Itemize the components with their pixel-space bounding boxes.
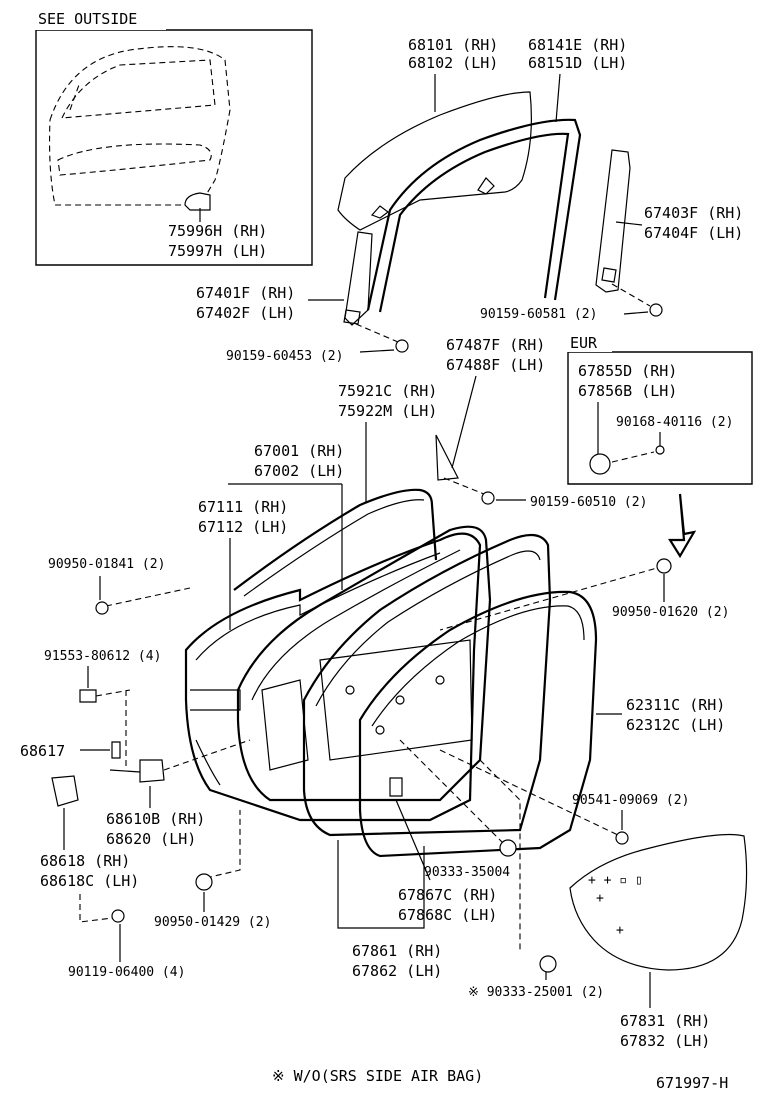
- hinge-68618: [51, 775, 79, 807]
- eur-screw-icon: [655, 445, 665, 455]
- label-67487f: 67487F (RH): [446, 336, 545, 354]
- footnote: ※ W/O(SRS SIDE AIR BAG): [272, 1067, 483, 1085]
- label-90159-60510: 90159-60510 (2): [530, 495, 647, 510]
- inset-eur-title: EUR: [570, 334, 598, 352]
- label-90119-06400: 90119-06400 (4): [68, 965, 185, 980]
- bolt-90119-06400: [111, 909, 125, 923]
- label-67861: 67861 (RH): [352, 942, 442, 960]
- bolt-91553-80612: [79, 689, 97, 703]
- door-check: [109, 739, 251, 783]
- label-90159-60581: 90159-60581 (2): [480, 307, 597, 322]
- clip-90541-09069: [615, 831, 629, 845]
- label-67403f: 67403F (RH): [644, 204, 743, 222]
- label-67402f: 67402F (LH): [196, 304, 295, 322]
- label-68610b: 68610B (RH): [106, 810, 205, 828]
- eur-arrow-icon: [668, 493, 697, 559]
- clip-90950-01841: [95, 601, 109, 615]
- label-67855d: 67855D (RH): [578, 362, 677, 380]
- label-67867c: 67867C (RH): [398, 886, 497, 904]
- door-shell: [184, 532, 482, 822]
- label-75997h: 75997H (LH): [168, 242, 267, 260]
- label-67112: 67112 (LH): [198, 518, 288, 536]
- label-62312c: 62312C (LH): [626, 716, 725, 734]
- label-67868c: 67868C (LH): [398, 906, 497, 924]
- door-glass: [337, 91, 532, 231]
- label-68102: 68102 (LH): [408, 54, 498, 72]
- trim-clip-67867c: [389, 777, 403, 797]
- label-68151d: 68151D (LH): [528, 54, 627, 72]
- plug-90333-25001: [539, 955, 557, 973]
- label-75922m: 75922M (LH): [338, 402, 437, 420]
- label-90168-40116: 90168-40116 (2): [616, 415, 733, 430]
- label-75996h: 75996H (RH): [168, 222, 267, 240]
- bolt-90159-60453: [395, 339, 409, 353]
- label-90950-01429: 90950-01429 (2): [154, 915, 271, 930]
- label-68101: 68101 (RH): [408, 36, 498, 54]
- eur-cap-icon: [589, 453, 611, 475]
- label-90333-35004: 90333-35004: [424, 865, 510, 880]
- label-90541-09069: 90541-09069 (2): [572, 793, 689, 808]
- label-67831: 67831 (RH): [620, 1012, 710, 1030]
- label-67401f: 67401F (RH): [196, 284, 295, 302]
- label-75921c: 75921C (RH): [338, 382, 437, 400]
- glass-run-channel: [366, 118, 582, 313]
- diagram-code: 671997-H: [656, 1074, 728, 1092]
- label-67404f: 67404F (LH): [644, 224, 743, 242]
- label-67488f: 67488F (LH): [446, 356, 545, 374]
- plug-90333-35004: [499, 839, 517, 857]
- door-opening-seal: [358, 590, 598, 858]
- inset-eur: EUR 67855D (RH) 67856B (LH) 90168-40116 …: [566, 332, 753, 485]
- door-weatherstrip: [302, 533, 552, 837]
- clip-90950-01620: [656, 558, 672, 574]
- label-67856b: 67856B (LH): [578, 382, 677, 400]
- svg-text:+ + ▫ ▯: + + ▫ ▯: [588, 873, 643, 888]
- label-68618: 68618 (RH): [40, 852, 130, 870]
- outer-door-panel-drawing: [49, 46, 231, 211]
- inset-outside-title: SEE OUTSIDE: [38, 10, 137, 28]
- plug-90950-01429: [195, 873, 213, 891]
- inner-door-frame: [236, 525, 492, 802]
- label-62311c: 62311C (RH): [626, 696, 725, 714]
- label-67111: 67111 (RH): [198, 498, 288, 516]
- mirror-base-cover: [435, 434, 459, 481]
- label-67862: 67862 (LH): [352, 962, 442, 980]
- label-90950-01620: 90950-01620 (2): [612, 605, 729, 620]
- label-90159-60453: 90159-60453 (2): [226, 349, 343, 364]
- label-91553-80612: 91553-80612 (4): [44, 649, 161, 664]
- label-67002: 67002 (LH): [254, 462, 344, 480]
- service-hole-cover: + + ▫ ▯ + +: [569, 833, 748, 971]
- label-90950-01841: 90950-01841 (2): [48, 557, 165, 572]
- front-lower-frame: [343, 231, 373, 326]
- pin-68617-icon: [111, 741, 121, 759]
- label-68617: 68617: [20, 742, 65, 760]
- label-90333-25001: ※ 90333-25001 (2): [468, 985, 604, 1000]
- label-68618c: 68618C (LH): [40, 872, 139, 890]
- bolt-90159-60510: [481, 491, 495, 505]
- svg-text:+: +: [596, 891, 604, 906]
- inset-see-outside: SEE OUTSIDE 75996H (RH) 75997H (LH): [34, 8, 313, 266]
- bolt-90159-60581: [649, 303, 663, 317]
- label-68141e: 68141E (RH): [528, 36, 627, 54]
- rear-lower-frame: [595, 149, 631, 293]
- label-67832: 67832 (LH): [620, 1032, 710, 1050]
- svg-text:+: +: [616, 923, 624, 938]
- label-67001: 67001 (RH): [254, 442, 344, 460]
- outer-weatherstrip: [233, 488, 438, 597]
- label-68620: 68620 (LH): [106, 830, 196, 848]
